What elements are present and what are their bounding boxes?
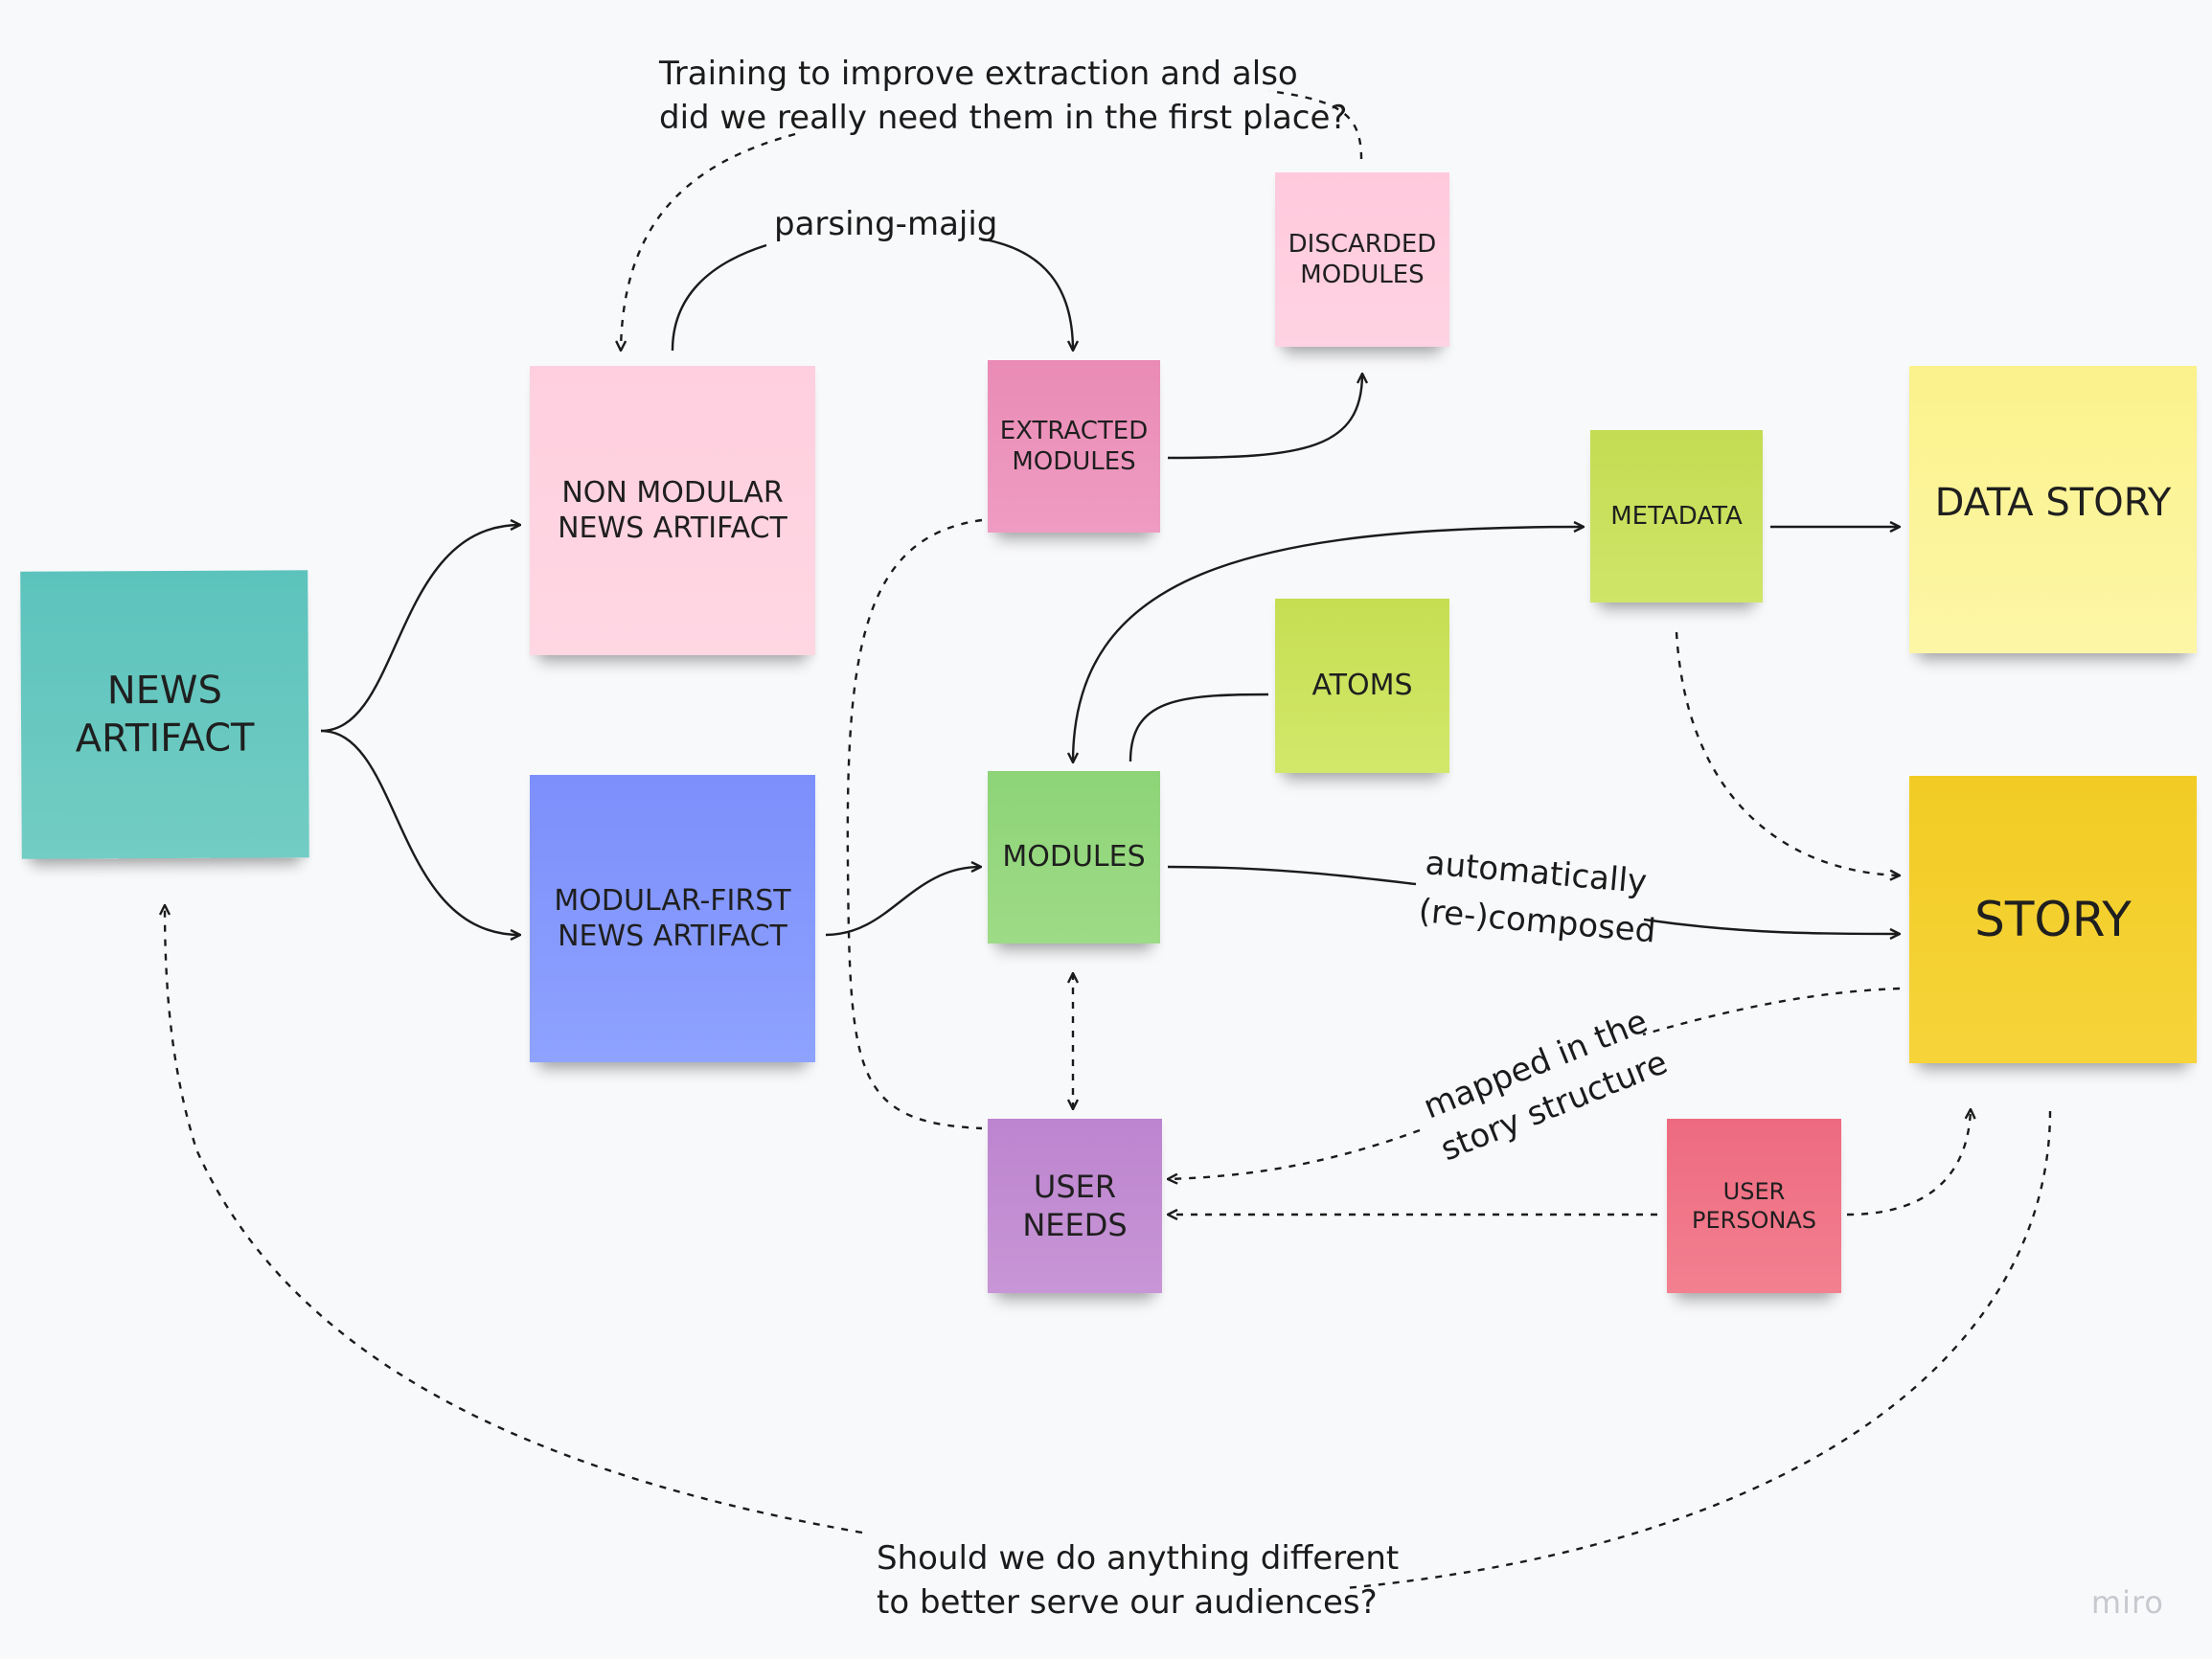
connector-modules-to-story[interactable]	[1167, 865, 1900, 934]
sticky-non-modular-news-artifact[interactable]: NON MODULAR NEWS ARTIFACT	[530, 366, 815, 655]
connector-metadata-to-modules[interactable]	[1073, 527, 1584, 762]
automatically-label: automatically	[1424, 844, 1648, 901]
sticky-metadata[interactable]: METADATA	[1590, 430, 1763, 602]
connector-modularfirst-to-modules[interactable]	[825, 867, 981, 937]
sticky-user-needs[interactable]: USER NEEDS	[988, 1119, 1162, 1293]
sticky-data-story[interactable]: DATA STORY	[1909, 366, 2197, 653]
sticky-modules[interactable]: MODULES	[988, 771, 1160, 943]
parsing-majig-label: parsing-majig	[774, 205, 997, 243]
sticky-story-text: STORY	[1974, 891, 2132, 947]
connector-extracted-to-discarded[interactable]	[1167, 374, 1362, 460]
sticky-modular-first-text: MODULAR-FIRST NEWS ARTIFACT	[554, 883, 791, 954]
sticky-atoms[interactable]: ATOMS	[1275, 599, 1449, 773]
sticky-story[interactable]: STORY	[1909, 776, 2197, 1063]
connector-story-to-userneeds[interactable]	[1168, 987, 1901, 1179]
sticky-data-story-text: DATA STORY	[1934, 481, 2172, 525]
connector-metadata-to-story[interactable]	[1675, 631, 1900, 875]
connector-news-to-nonmodular[interactable]	[320, 525, 520, 733]
training-note-line2: did we really need them in the first pla…	[659, 99, 1347, 137]
audience-note-line2: to better serve our audiences?	[877, 1583, 1378, 1622]
audience-note-line1: Should we do anything different	[877, 1539, 1399, 1578]
connector-personas-to-story[interactable]	[1846, 1109, 1971, 1216]
sticky-news-artifact-text: NEWS ARTIFACT	[75, 668, 255, 761]
training-note-line1: Training to improve extraction and also	[658, 55, 1298, 93]
connector-news-to-modularfirst[interactable]	[320, 729, 520, 935]
sticky-atoms-text: ATOMS	[1311, 669, 1413, 703]
recomposed-label: (re-)composed	[1417, 892, 1657, 950]
sticky-user-personas-text: USER PERSONAS	[1691, 1178, 1817, 1234]
connector-audience-loop[interactable]	[165, 905, 2052, 1590]
connector-training-feedback[interactable]	[621, 89, 1363, 351]
sticky-extracted-modules[interactable]: EXTRACTED MODULES	[988, 360, 1160, 533]
sticky-modular-first-news-artifact[interactable]: MODULAR-FIRST NEWS ARTIFACT	[530, 775, 815, 1062]
sticky-user-needs-text: USER NEEDS	[1022, 1169, 1128, 1243]
sticky-metadata-text: METADATA	[1610, 501, 1743, 531]
sticky-discarded-text: DISCARDED MODULES	[1288, 229, 1437, 290]
connector-atoms-to-modules[interactable]	[1129, 693, 1269, 762]
sticky-discarded-modules[interactable]: DISCARDED MODULES	[1275, 172, 1449, 347]
sticky-modules-text: MODULES	[1002, 840, 1146, 875]
connector-parsing-majig[interactable]	[671, 237, 1073, 351]
sticky-user-personas[interactable]: USER PERSONAS	[1667, 1119, 1841, 1293]
miro-watermark: miro	[2090, 1584, 2164, 1621]
connector-extracted-to-userneeds[interactable]	[846, 518, 983, 1130]
sticky-non-modular-text: NON MODULAR NEWS ARTIFACT	[558, 475, 787, 546]
sticky-extracted-text: EXTRACTED MODULES	[999, 416, 1149, 477]
sticky-news-artifact[interactable]: NEWS ARTIFACT	[20, 570, 309, 859]
